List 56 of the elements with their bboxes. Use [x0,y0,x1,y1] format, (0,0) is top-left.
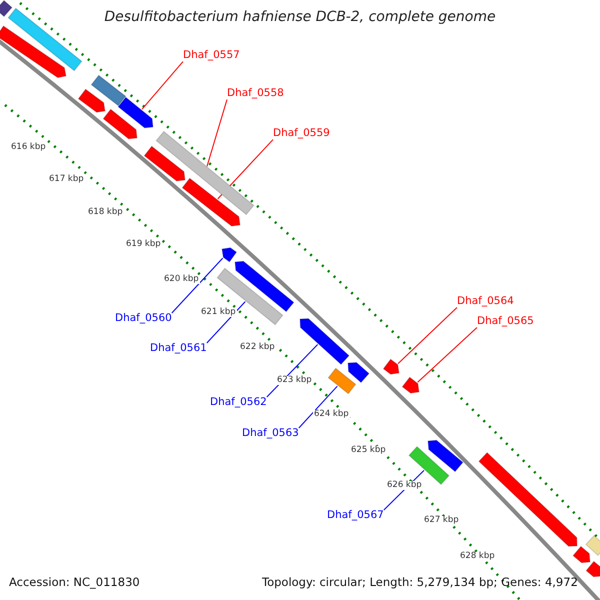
gene-label: Dhaf_0563 [242,428,299,440]
scale-label: 616 kbp [10,143,47,152]
gene-feature [156,130,254,216]
scale-label: 628 kbp [459,552,496,562]
gene-feature [78,88,106,113]
genome-summary-text: Topology: circular; Length: 5,279,134 bp; Genes: 4,972 [262,576,578,589]
gene-feature [347,362,370,384]
gene-feature [102,108,138,140]
gene-label: Dhaf_0560 [115,313,172,325]
gene-feature [8,8,82,72]
gene-feature [221,247,238,263]
leader-line [398,307,458,364]
gene-feature [478,452,578,547]
gene-feature [328,368,356,394]
diagram-title: Desulfitobacterium hafniense DCB-2, complete genome [103,10,497,26]
leader-line [142,61,184,110]
gene-label: Dhaf_0558 [227,88,284,100]
gene-feature [234,260,294,312]
scale-label: 627 kbp [423,516,460,526]
gene-feature [216,268,284,326]
gene-feature [182,178,241,227]
leader-line [298,386,338,428]
leader-line [171,258,224,314]
scale-label: 622 kbp [239,343,276,352]
gene-feature [586,560,600,578]
scale-label: 618 kbp [87,208,124,218]
scale-label: 625 kbp [350,446,387,456]
gene-label: Dhaf_0564 [457,296,514,308]
scale-label: 626 kbp [386,481,423,490]
gene-feature [144,146,186,182]
gene-feature [427,440,464,472]
gene-feature [0,0,13,18]
scale-label: 623 kbp [276,376,313,386]
gene-feature [299,318,350,366]
gene-feature [0,25,67,78]
gene-label: Dhaf_0562 [210,397,267,409]
scale-label: 617 kbp [48,175,85,184]
gene-feature [382,358,400,375]
accession-text: Accession: NC_011830 [9,576,140,589]
leader-line [417,327,478,383]
gene-label: Dhaf_0565 [477,316,534,328]
gene-feature [118,96,154,128]
leader-line [206,301,246,344]
leader-line [206,99,228,167]
gene-label: Dhaf_0561 [150,343,207,355]
gene-label: Dhaf_0557 [183,50,240,62]
gene-feature [402,376,420,394]
scale-label: 624 kbp [313,410,350,420]
gene-feature [585,534,600,556]
gene-label: Dhaf_0567 [327,510,384,522]
scale-label: 619 kbp [125,240,162,250]
scale-label: 621 kbp [200,308,237,318]
scale-label: 620 kbp [163,275,200,284]
gene-feature [572,546,591,564]
gene-label: Dhaf_0559 [273,128,330,140]
gene-feature [90,74,126,106]
